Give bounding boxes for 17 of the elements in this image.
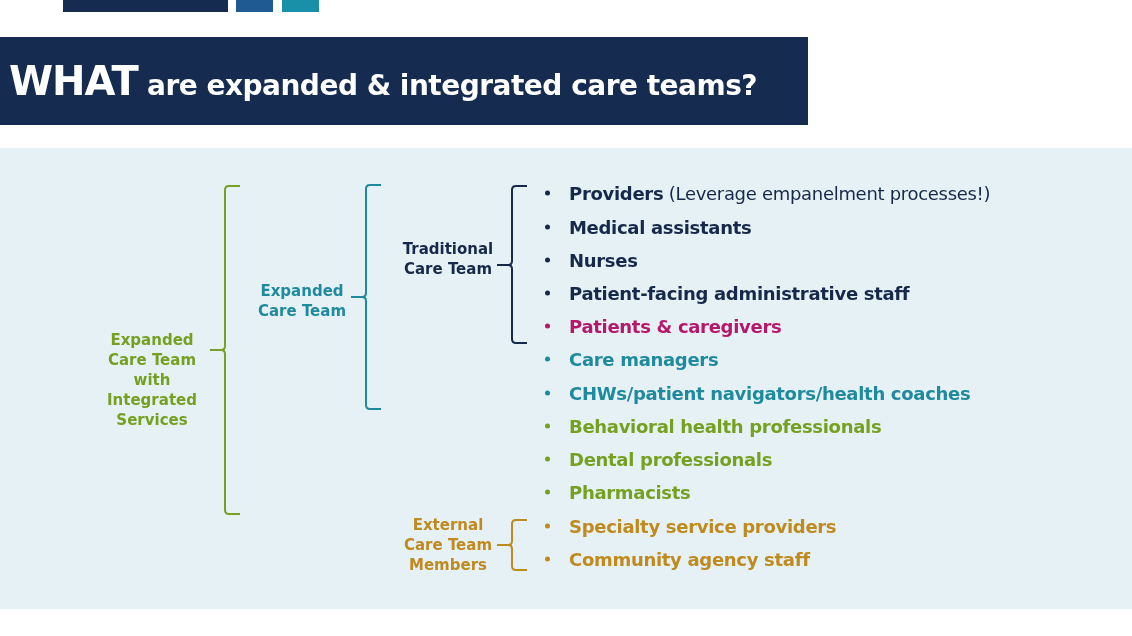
list-item: Providers (Leverage empanelment processes!) — [569, 182, 991, 204]
title: WHAT are expanded & integrated care teams? — [9, 58, 758, 104]
list-item: Community agency staff — [569, 548, 810, 570]
list-item: Dental professionals — [569, 448, 773, 470]
list-item: CHWs/patient navigators/health coaches — [569, 382, 971, 404]
list-item: Care managers — [569, 348, 719, 370]
group-label: Traditional Care Team — [393, 239, 503, 279]
list-item: Patient-facing administrative staff — [569, 282, 910, 304]
list-item: Medical assistants — [569, 216, 752, 238]
group-label: External Care Team Members — [393, 515, 503, 575]
group-label: Expanded Care Team — [247, 281, 357, 321]
list-item: Patients & caregivers — [569, 315, 782, 337]
list-item: Specialty service providers — [569, 515, 837, 537]
list-item: Pharmacists — [569, 481, 691, 503]
list-item: Behavioral health professionals — [569, 415, 882, 437]
list-item: Nurses — [569, 249, 638, 271]
group-label: Expanded Care Team with Integrated Services — [97, 330, 207, 430]
